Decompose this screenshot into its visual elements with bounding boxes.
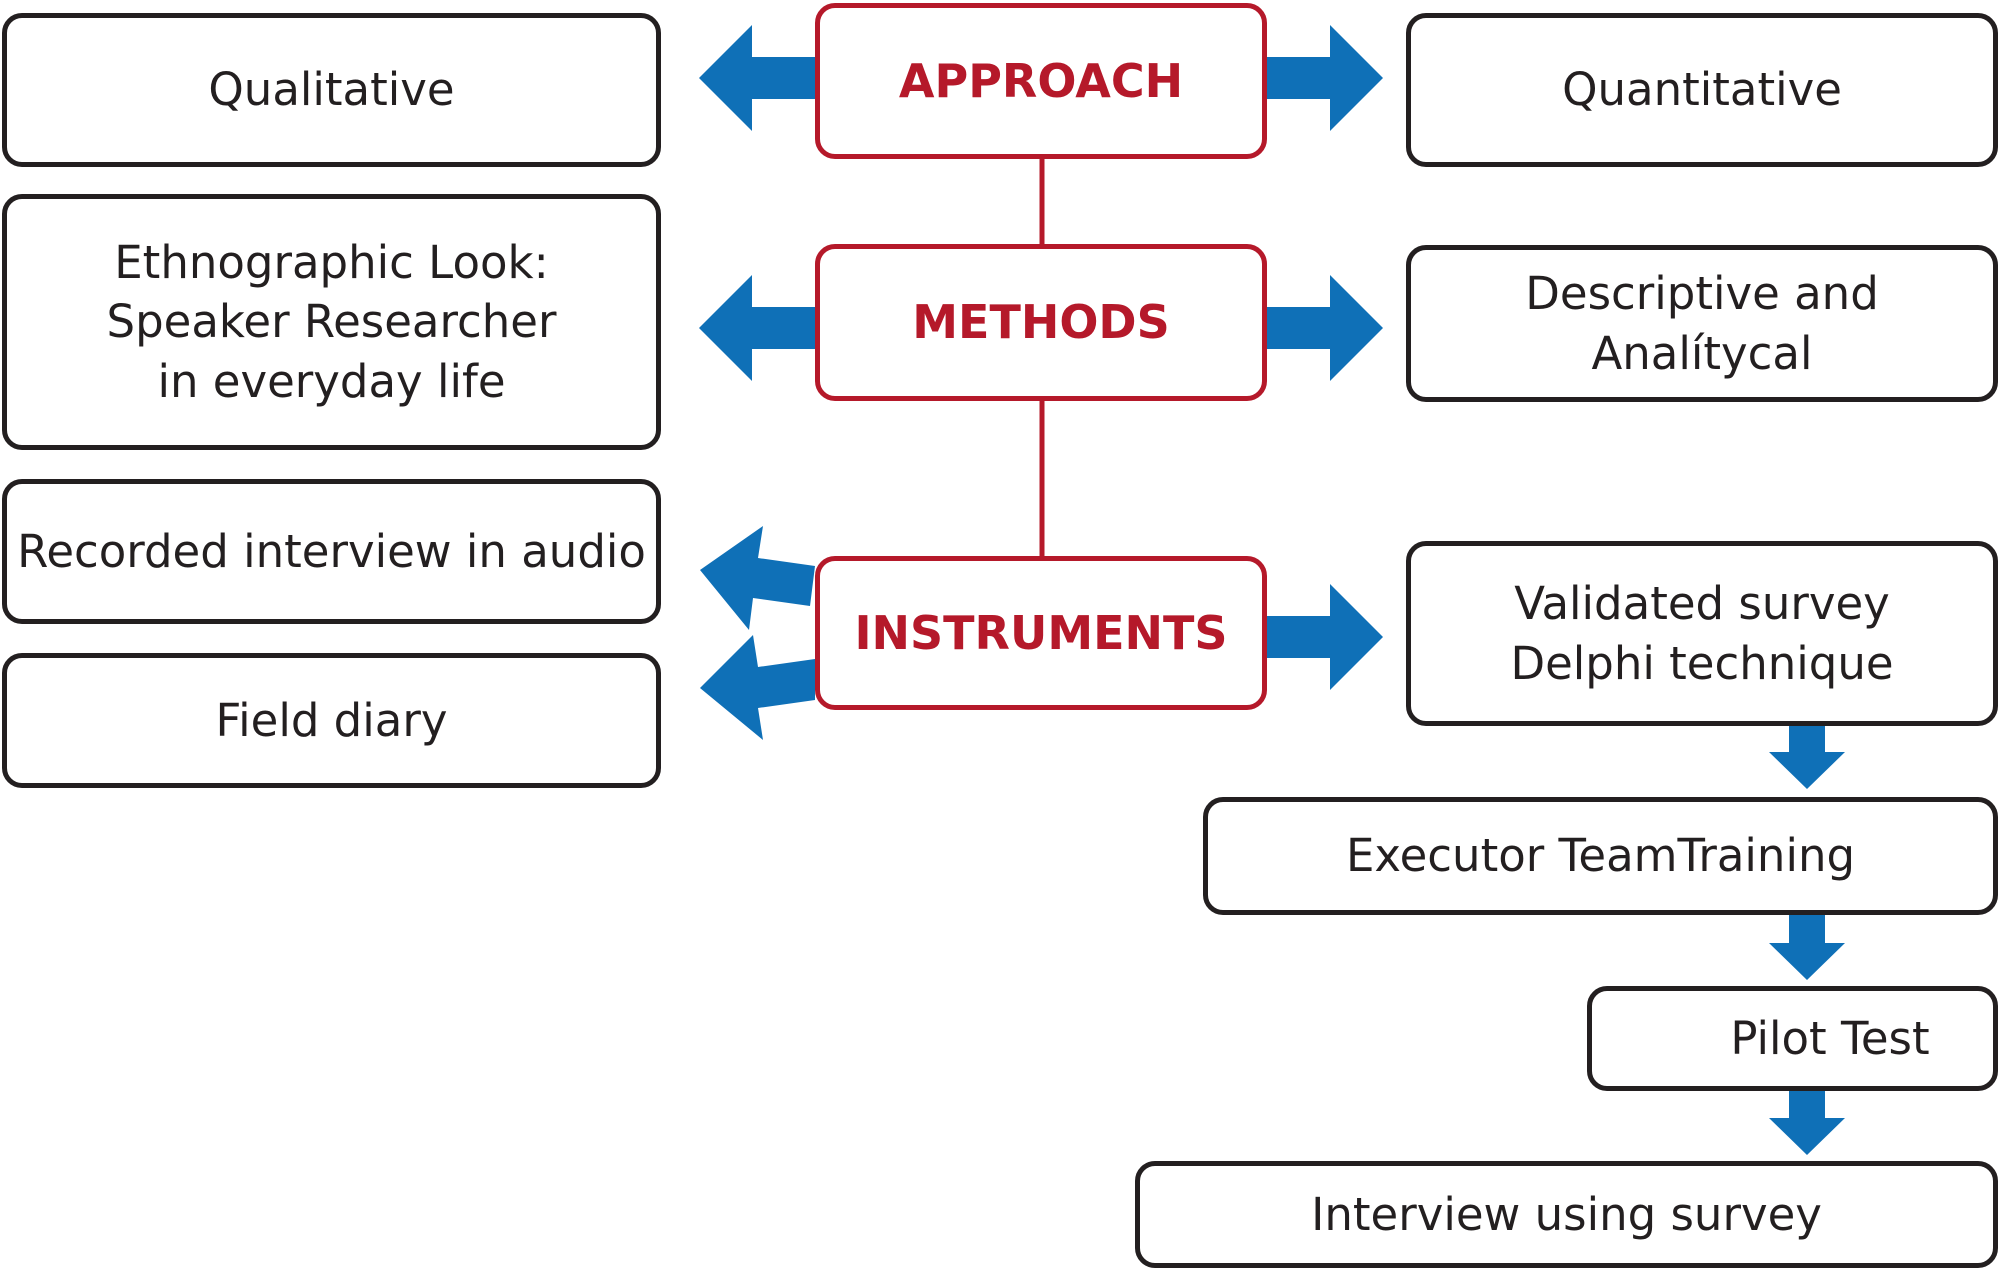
arrow-left-recorded-icon xyxy=(700,526,815,630)
validated-survey-label: Validated survey Delphi technique xyxy=(1510,577,1894,690)
arrow-left-approach-icon xyxy=(699,25,815,131)
quantitative-label: Quantitative xyxy=(1562,63,1842,117)
arrow-left-methods-icon xyxy=(699,275,815,381)
descriptive-label: Descriptive and Analítycal xyxy=(1525,267,1879,380)
descriptive-box: Descriptive and Analítycal xyxy=(1406,245,1998,402)
arrow-down-validated-icon xyxy=(1769,726,1845,789)
field-diary-box: Field diary xyxy=(2,653,661,788)
methods-label: METHODS xyxy=(912,295,1170,350)
team-training-label: Executor TeamTraining xyxy=(1345,829,1856,883)
team-training-box: Executor TeamTraining xyxy=(1203,797,1998,915)
qualitative-box: Qualitative xyxy=(2,13,661,167)
methods-box: METHODS xyxy=(815,244,1267,401)
recorded-interview-label: Recorded interview in audio xyxy=(17,524,646,578)
arrow-left-diary-icon xyxy=(700,635,815,740)
approach-label: APPROACH xyxy=(898,53,1184,108)
instruments-box: INSTRUMENTS xyxy=(815,556,1267,710)
ethnographic-label: Ethnographic Look: Speaker Researcher in… xyxy=(106,235,557,408)
arrow-down-training-icon xyxy=(1769,915,1845,980)
interview-survey-box: Interview using survey xyxy=(1135,1161,1998,1268)
arrow-right-approach-icon xyxy=(1267,25,1383,131)
instruments-label: INSTRUMENTS xyxy=(854,605,1228,660)
arrow-right-instruments-icon xyxy=(1267,584,1383,690)
interview-survey-label: Interview using survey xyxy=(1311,1187,1822,1241)
recorded-interview-box: Recorded interview in audio xyxy=(2,479,661,624)
field-diary-label: Field diary xyxy=(215,693,448,747)
arrow-right-methods-icon xyxy=(1267,275,1383,381)
qualitative-label: Qualitative xyxy=(208,63,455,117)
arrow-down-pilot-icon xyxy=(1769,1091,1845,1155)
approach-box: APPROACH xyxy=(815,3,1267,159)
ethnographic-box: Ethnographic Look: Speaker Researcher in… xyxy=(2,194,661,450)
pilot-test-box: Pilot Test xyxy=(1587,986,1998,1091)
pilot-test-label: Pilot Test xyxy=(1730,1011,1930,1065)
quantitative-box: Quantitative xyxy=(1406,13,1998,167)
validated-survey-box: Validated survey Delphi technique xyxy=(1406,541,1998,726)
